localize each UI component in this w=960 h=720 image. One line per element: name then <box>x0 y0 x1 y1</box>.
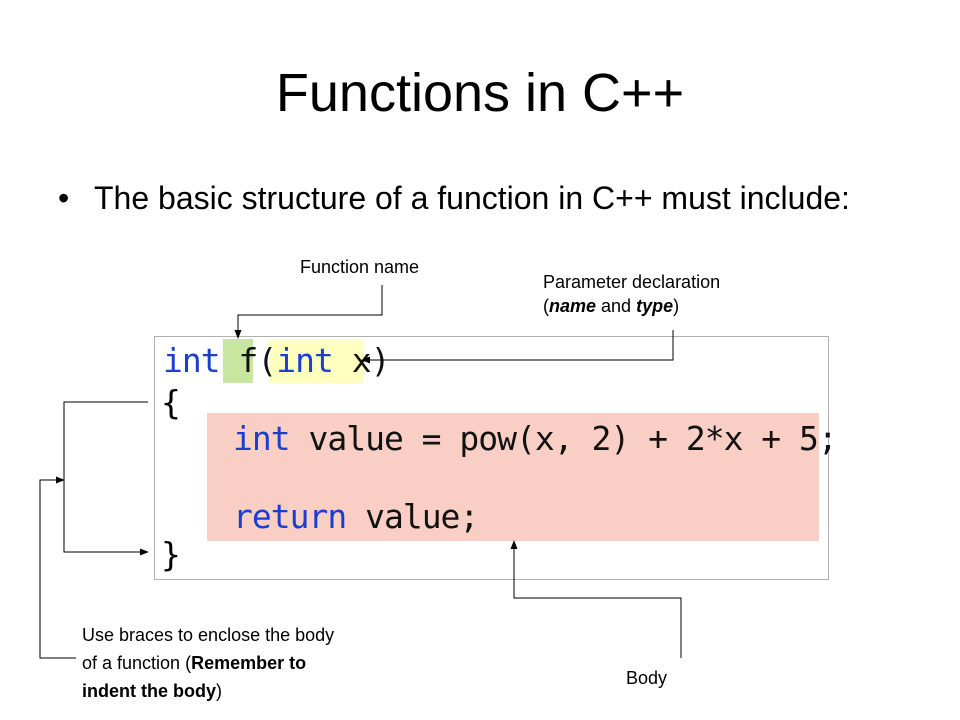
arrow-body <box>510 540 682 658</box>
label-param-name: name <box>549 296 597 316</box>
label-param-type: type <box>636 296 674 316</box>
label-parameter-declaration: Parameter declaration (name and type) <box>543 270 803 318</box>
arrow-parameter <box>361 330 674 364</box>
code-snippet: int f(int x) { int value = pow(x, 2) + 2… <box>154 336 838 580</box>
code-line-return: return value; <box>233 497 479 536</box>
bullet-text: The basic structure of a function in C++… <box>94 180 850 216</box>
label-body: Body <box>626 668 668 688</box>
arrow-function-name <box>234 285 383 339</box>
label-braces-line3: indent the body) <box>82 681 222 701</box>
label-braces-note: Use braces to enclose the body of a func… <box>82 621 442 705</box>
label-braces-line2: of a function (Remember to <box>82 653 307 673</box>
code-close-brace: } <box>161 535 181 574</box>
label-parameter-line1: Parameter declaration <box>543 272 721 292</box>
bullet-dot: • <box>58 180 70 216</box>
arrow-braces <box>63 401 149 556</box>
code-function-name: f <box>238 341 258 380</box>
code-open-brace: { <box>161 383 181 422</box>
slide-title: Functions in C++ <box>275 63 685 123</box>
label-parameter-line2: (name and type) <box>543 296 680 316</box>
label-function-name: Function name <box>300 257 420 277</box>
parameter-highlight <box>269 339 363 383</box>
label-braces-line1: Use braces to enclose the body <box>82 625 335 645</box>
function-name-highlight <box>223 339 253 383</box>
code-line-signature: int f(int x) <box>163 341 390 380</box>
arrow-braces-note <box>39 476 76 659</box>
body-highlight <box>207 413 819 541</box>
code-line-value: int value = pow(x, 2) + 2*x + 5; <box>233 419 838 458</box>
